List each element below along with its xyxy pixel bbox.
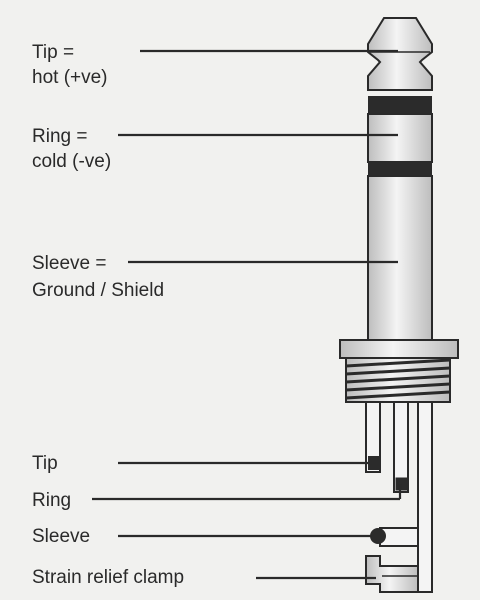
tip-solder-point [368, 456, 380, 470]
ring-contact [367, 113, 433, 163]
sleeve-terminal-label: Sleeve [32, 526, 91, 547]
leader-lines [92, 49, 402, 580]
tip-label-desc: hot (+ve) [32, 67, 108, 88]
terminal-assembly [365, 401, 433, 593]
ring-terminal-label: Ring [32, 490, 72, 511]
ring-label-title: Ring = [32, 126, 88, 147]
insulator-band-upper [368, 96, 432, 114]
tip-terminal-label: Tip [32, 453, 58, 474]
tip-label-title: Tip = [32, 42, 75, 63]
sleeve-solder-point [370, 528, 386, 544]
strain-relief-clamp [365, 555, 419, 593]
insulator-band-lower [368, 162, 432, 176]
sleeve-contact [367, 175, 433, 341]
ring-label-desc: cold (-ve) [32, 151, 112, 172]
sleeve-label-desc: Ground / Shield [32, 280, 165, 301]
sleeve-label-title: Sleeve = [32, 253, 107, 274]
ring-solder-point [395, 477, 409, 491]
strain-relief-label: Strain relief clamp [32, 567, 185, 588]
tip-contact [367, 17, 433, 91]
collar [339, 339, 459, 359]
